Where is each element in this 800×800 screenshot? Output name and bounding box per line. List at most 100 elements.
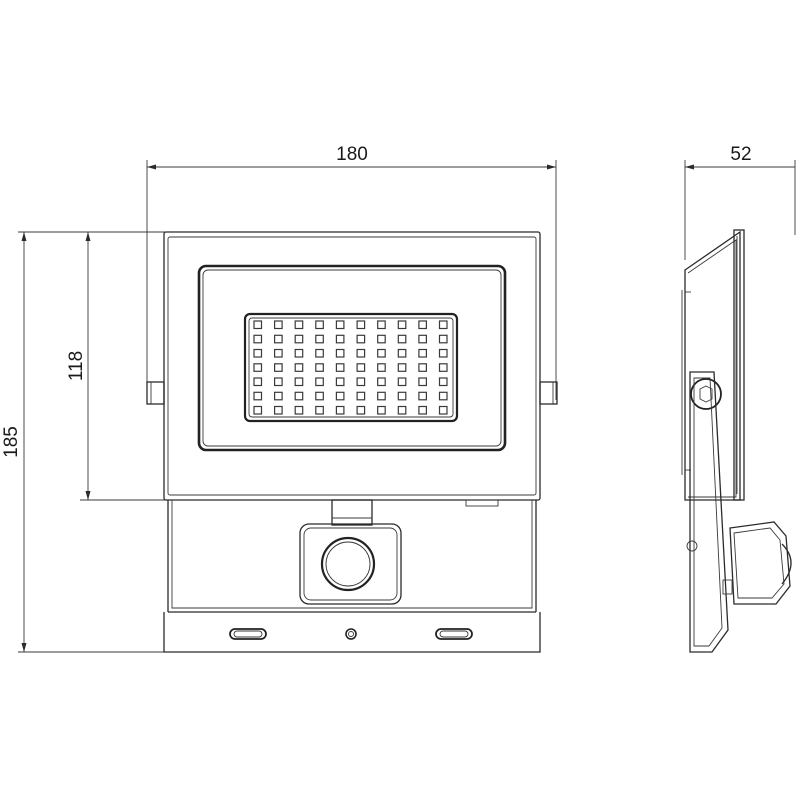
led-chip [274, 377, 283, 387]
led-chip [294, 405, 304, 415]
pivot-bolt [690, 378, 722, 410]
led-chip [294, 320, 304, 330]
led-chip [418, 363, 427, 372]
lamp-lens [197, 264, 507, 452]
mounting-bracket [163, 612, 541, 653]
mounting-slot-right [435, 628, 473, 640]
sensor-plate [167, 500, 537, 613]
led-chip [315, 348, 324, 358]
led-chip [397, 334, 407, 344]
mounting-slot-left [229, 628, 267, 640]
led-chip [377, 348, 386, 358]
led-chip [294, 348, 304, 358]
led-chip [356, 377, 366, 387]
led-chip [274, 348, 283, 358]
side-front-frame [733, 229, 745, 501]
dimension-lamp-height: 118 [66, 232, 165, 501]
led-chip [377, 405, 386, 415]
led-chip [274, 334, 283, 344]
led-chip [274, 320, 283, 330]
led-chip [356, 391, 366, 401]
pir-sensor-lens [320, 536, 376, 592]
led-chip [418, 334, 427, 344]
side-body [684, 230, 741, 501]
led-chip [356, 363, 366, 372]
led-chip [274, 391, 283, 401]
led-board [243, 312, 459, 423]
led-chip [335, 377, 345, 387]
side-view [681, 229, 792, 653]
led-chip [438, 377, 448, 387]
led-chip [397, 405, 407, 415]
led-chip [253, 320, 263, 330]
dimension-total-height-label: 185 [1, 426, 22, 458]
led-chip [294, 334, 304, 344]
led-chip [335, 348, 345, 358]
led-chip [356, 334, 366, 344]
side-tab [465, 499, 499, 507]
led-chip [438, 405, 448, 415]
dimension-width-label: 180 [336, 144, 368, 165]
led-chip [418, 377, 427, 387]
dimension-lamp-height-label: 118 [66, 351, 87, 381]
led-chip [253, 334, 263, 344]
led-chip [418, 348, 427, 358]
led-chip [397, 377, 407, 387]
side-sensor-unit [729, 521, 791, 605]
led-chip [253, 405, 263, 415]
dimension-total-height: 185 [1, 231, 165, 653]
pir-sensor-housing [299, 523, 402, 605]
led-chip [253, 377, 263, 387]
dimension-depth: 52 [684, 144, 796, 260]
led-chip [356, 320, 366, 330]
led-chip [418, 320, 427, 330]
bracket-arm-right [539, 381, 558, 405]
led-chip [356, 405, 366, 415]
led-chip [274, 363, 283, 372]
led-chip [377, 334, 386, 344]
led-chip [294, 391, 304, 401]
led-chip [315, 320, 324, 330]
led-chip [397, 363, 407, 372]
led-chip [315, 334, 324, 344]
led-chip [335, 320, 345, 330]
led-chip [438, 334, 448, 344]
led-chip [315, 391, 324, 401]
led-chip [377, 391, 386, 401]
bracket-arm-left [146, 381, 165, 405]
led-chip [438, 320, 448, 330]
led-chip [397, 320, 407, 330]
led-chip [377, 377, 386, 387]
led-chip [253, 363, 263, 372]
led-chip [438, 348, 448, 358]
led-chip [335, 363, 345, 372]
sensor-neck [331, 499, 373, 526]
led-chip [253, 348, 263, 358]
led-chip [438, 391, 448, 401]
led-chip [335, 391, 345, 401]
led-chip [377, 363, 386, 372]
led-chip [294, 377, 304, 387]
side-bracket [689, 371, 729, 653]
led-chip [397, 348, 407, 358]
led-chip [397, 391, 407, 401]
led-chip [356, 348, 366, 358]
led-chip [315, 405, 324, 415]
front-view [146, 231, 558, 653]
led-chip [418, 405, 427, 415]
led-chip [418, 391, 427, 401]
mounting-hole [345, 628, 357, 640]
led-array [253, 320, 448, 415]
led-chip [335, 334, 345, 344]
dimension-depth-label: 52 [730, 144, 751, 165]
led-chip [253, 391, 263, 401]
led-chip [315, 377, 324, 387]
led-chip [377, 320, 386, 330]
led-chip [315, 363, 324, 372]
led-chip [438, 363, 448, 372]
led-chip [335, 405, 345, 415]
lamp-housing [163, 231, 541, 501]
led-chip [294, 363, 304, 372]
dimension-width: 180 [146, 144, 557, 400]
